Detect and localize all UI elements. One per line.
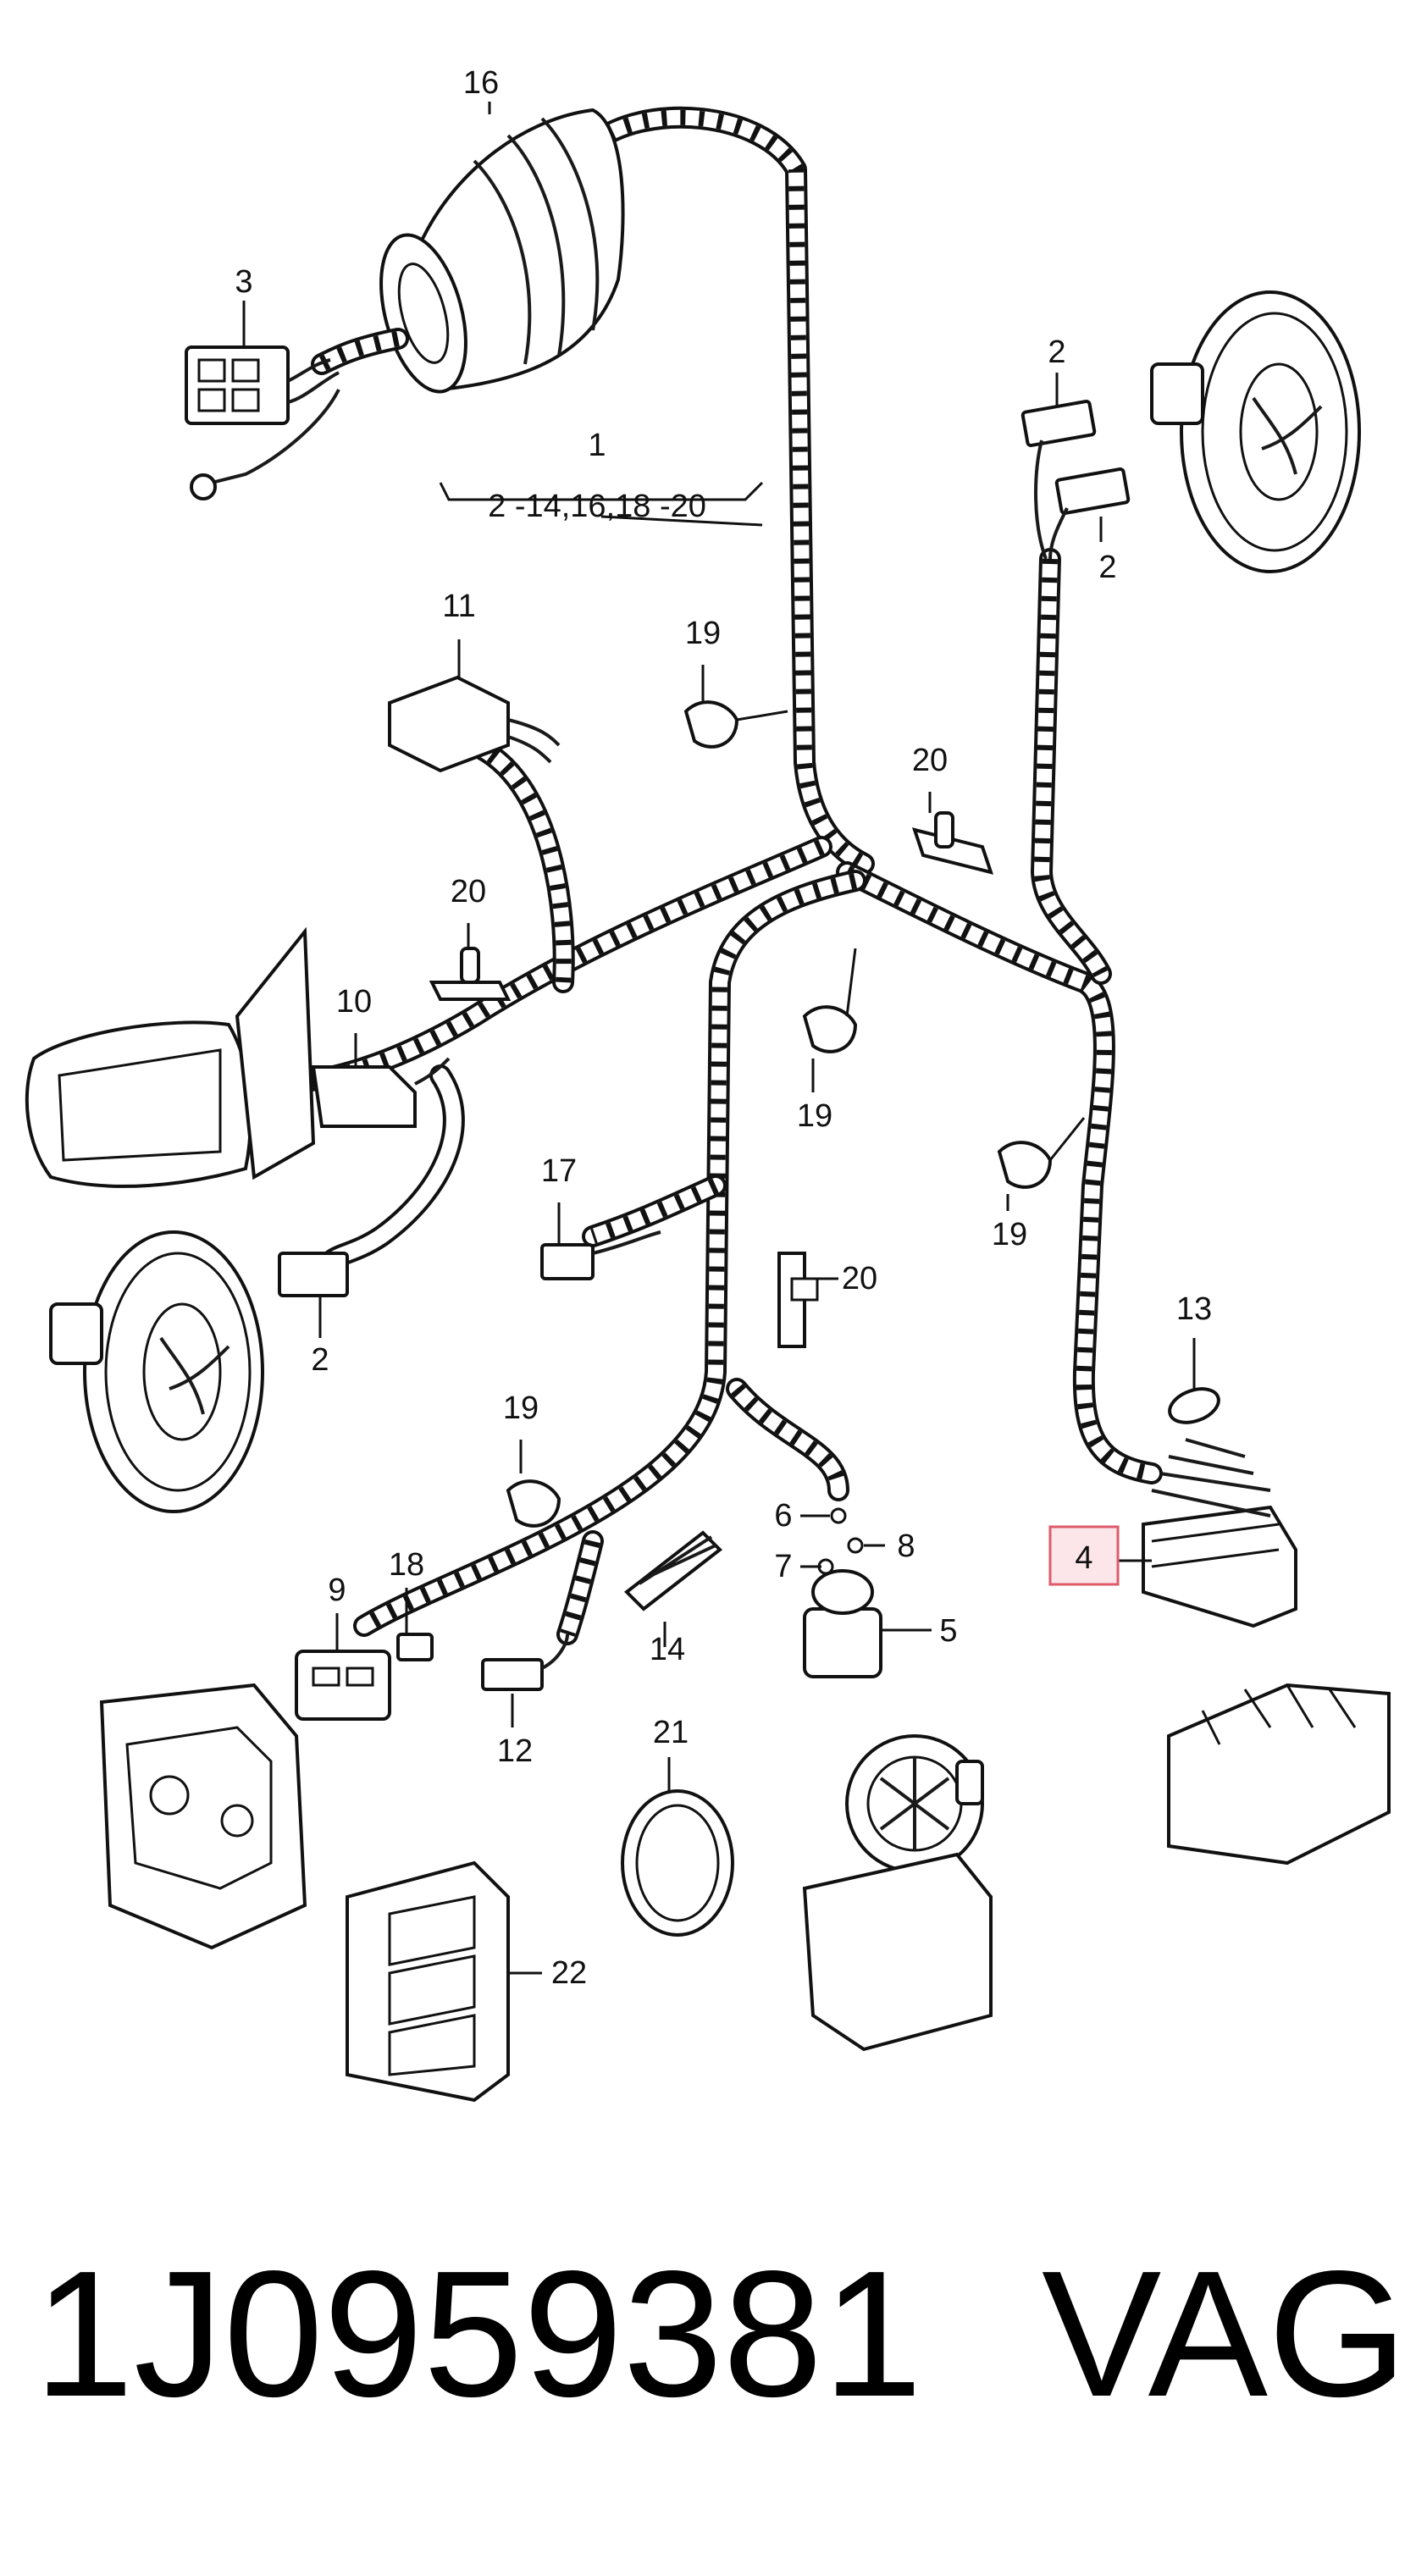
speaker-left: [49, 1230, 264, 1513]
connector-2-top: [1020, 399, 1131, 560]
callout-10: 10: [336, 984, 372, 1020]
callout-20-mid: 20: [842, 1261, 877, 1296]
sleeve-14: [623, 1530, 723, 1611]
callout-6: 6: [774, 1498, 792, 1534]
callout-20-left: 20: [451, 874, 486, 909]
strap-20-top: [911, 811, 994, 875]
cable-tie-13: [1168, 1387, 1220, 1424]
speaker-top-right: [1150, 290, 1361, 573]
connector-2-left: [278, 1252, 349, 1297]
callout-16: 16: [463, 65, 499, 101]
callout-2-top-second: 2: [1098, 550, 1116, 585]
connector-12: [481, 1633, 569, 1691]
leader-lines: [242, 102, 1196, 1975]
callout-19-right: 19: [992, 1217, 1027, 1252]
callout-8: 8: [897, 1528, 915, 1564]
connector-4: [1142, 1438, 1297, 1628]
connector-17: [540, 1230, 661, 1280]
callout-12: 12: [497, 1733, 533, 1769]
callout-19-top: 19: [685, 616, 721, 651]
clip-19-top: [683, 700, 739, 749]
callout-13: 13: [1176, 1291, 1212, 1327]
callout-14: 14: [650, 1632, 685, 1667]
callout-2-top: 2: [1048, 334, 1065, 370]
control-module-22: [346, 1860, 510, 2103]
group-range-label: 2 -14,16,18 -20: [488, 489, 706, 524]
connector-18: [396, 1633, 434, 1661]
callout-9: 9: [328, 1573, 346, 1608]
highlight-box: [1048, 1525, 1120, 1586]
connector-9: [295, 1650, 391, 1721]
door-lock: [99, 1683, 307, 1950]
connector-11: [388, 675, 561, 773]
clip-19-right: [997, 1141, 1053, 1189]
callout-21: 21: [653, 1715, 689, 1750]
mirror-assembly: [25, 926, 316, 1188]
clip-19-low: [506, 1479, 561, 1528]
callout-19-mid: 19: [797, 1098, 832, 1134]
callout-4: 4: [1075, 1540, 1092, 1576]
grommet-bellows: [379, 108, 625, 394]
sensor-5: [803, 1507, 882, 1678]
group-label-1: 1: [588, 428, 606, 463]
callout-11: 11: [442, 589, 475, 624]
callout-3: 3: [235, 264, 252, 300]
brand-name: VAG: [1042, 2233, 1408, 2434]
callout-18: 18: [389, 1547, 424, 1583]
ring-seal-21: [621, 1789, 734, 1937]
callout-7: 7: [774, 1549, 792, 1584]
part-number: 1J0959381: [34, 2233, 923, 2434]
strap-20-left: [429, 947, 512, 1001]
connector-10: [311, 1057, 451, 1128]
callout-2-left: 2: [311, 1342, 329, 1378]
window-motor: [802, 1734, 993, 2052]
callout-5: 5: [939, 1613, 957, 1649]
callout-20-top: 20: [912, 743, 948, 778]
strap-20-mid: [777, 1252, 819, 1348]
clip-19-mid: [802, 1005, 858, 1053]
callout-17: 17: [541, 1153, 577, 1189]
callout-19-low: 19: [503, 1390, 539, 1426]
control-module-right: [1167, 1683, 1391, 1866]
callout-22: 22: [551, 1955, 587, 1991]
callout-4-highlight[interactable]: 4: [1048, 1525, 1120, 1586]
connector-3: [185, 345, 340, 500]
